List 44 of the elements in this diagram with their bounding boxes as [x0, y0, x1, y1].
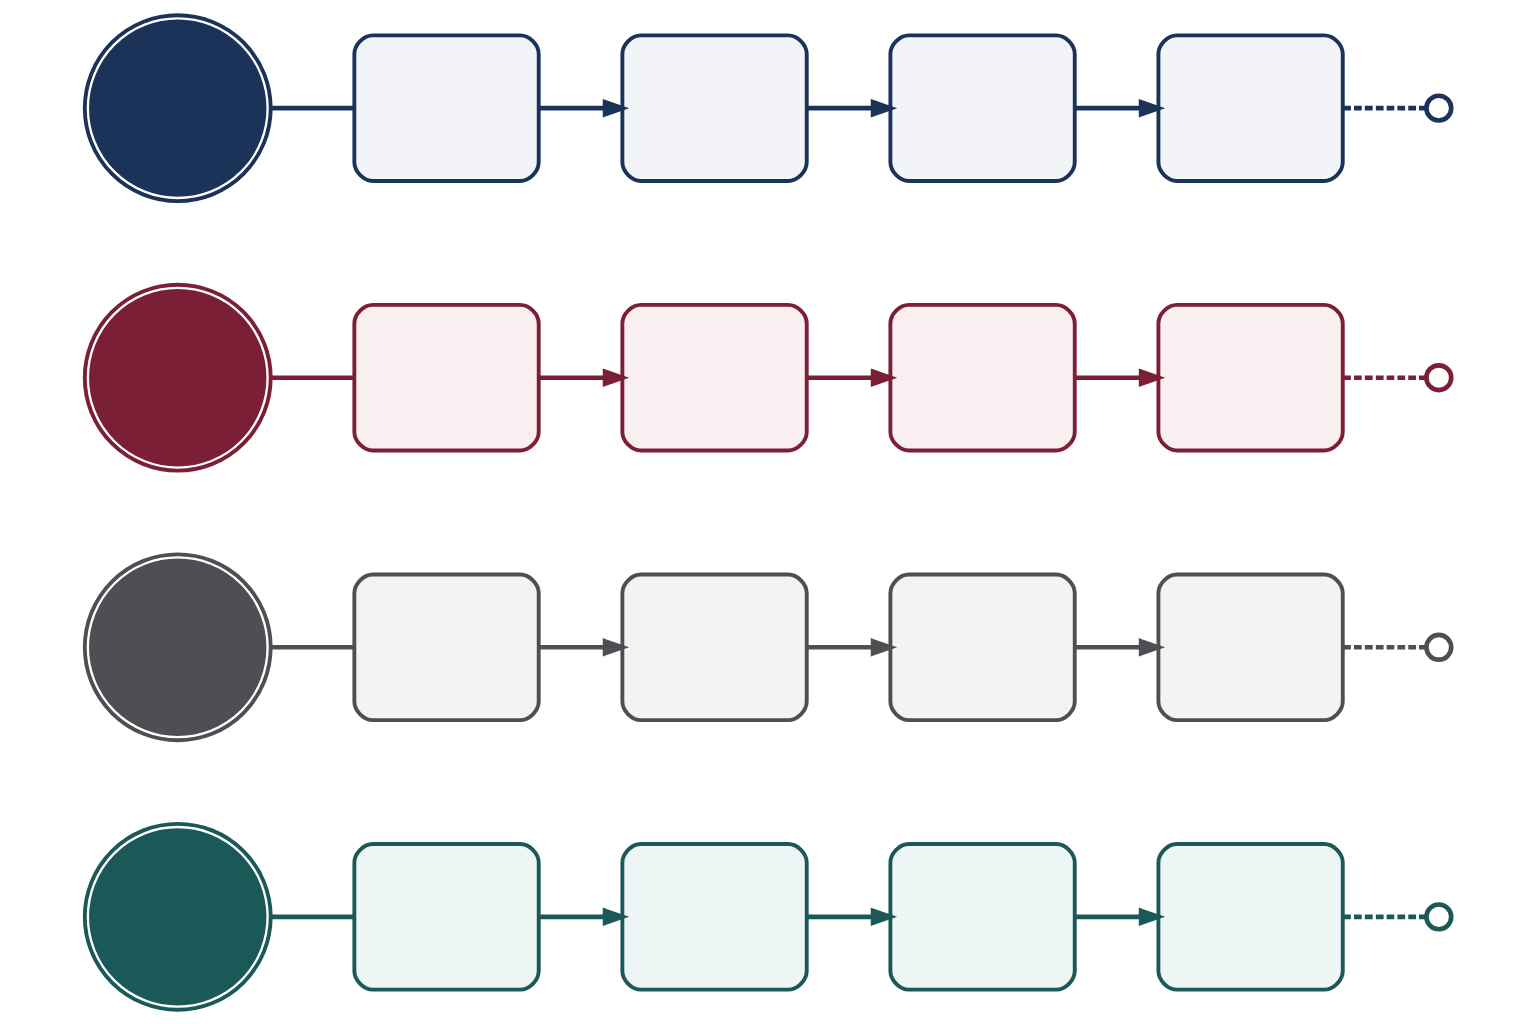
arrow — [1075, 637, 1166, 657]
node-box — [1156, 32, 1345, 183]
connector — [270, 105, 355, 110]
connector — [270, 644, 355, 650]
node-box — [352, 32, 541, 183]
node-box — [1156, 841, 1345, 992]
node-circle — [1424, 632, 1454, 662]
node-circle — [82, 12, 273, 203]
node-box — [620, 302, 809, 452]
arrow — [807, 637, 898, 657]
connector — [270, 374, 355, 380]
node-circle — [1424, 362, 1454, 392]
node-box — [888, 302, 1077, 452]
connector — [1343, 105, 1426, 110]
node-box — [888, 32, 1077, 183]
node-box — [620, 32, 809, 183]
arrow — [539, 367, 630, 387]
node-circle — [1424, 901, 1454, 932]
node-box — [888, 572, 1077, 722]
node-box — [1156, 572, 1345, 722]
node-circle — [82, 282, 273, 473]
arrow — [807, 367, 898, 387]
arrow — [807, 907, 898, 926]
node-box — [352, 572, 541, 722]
arrow — [1075, 907, 1166, 926]
node-box — [620, 841, 809, 992]
node-box — [352, 302, 541, 452]
node-box — [1156, 302, 1345, 452]
node-circle — [1424, 92, 1454, 123]
node-box — [352, 841, 541, 992]
node-box — [620, 572, 809, 722]
connector — [1343, 914, 1426, 919]
node-circle — [82, 821, 273, 1012]
arrow — [539, 98, 630, 117]
arrow — [539, 637, 630, 657]
arrow — [1075, 98, 1166, 117]
node-circle — [82, 551, 273, 742]
node-box — [888, 841, 1077, 992]
arrow — [1075, 367, 1166, 387]
connector — [1343, 374, 1426, 380]
connector — [1343, 644, 1426, 650]
arrow — [539, 907, 630, 926]
arrow — [807, 98, 898, 117]
connector — [270, 914, 355, 919]
